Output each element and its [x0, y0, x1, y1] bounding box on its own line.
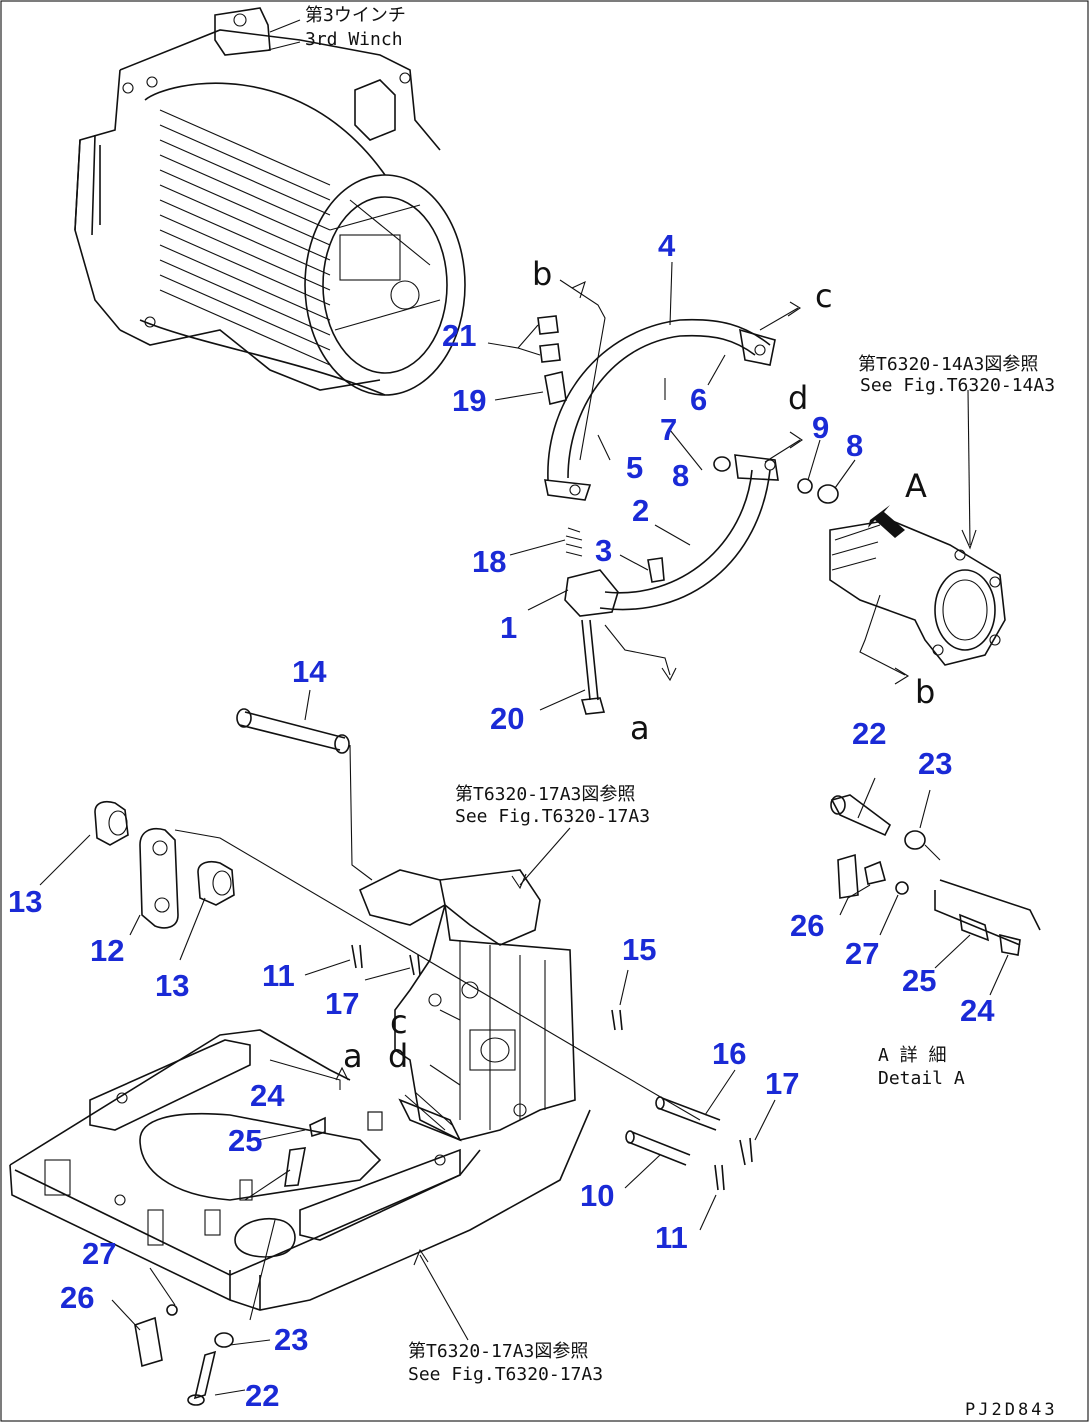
callout-15: 15 [622, 932, 657, 967]
ref-note-3-en: See Fig.T6320-17A3 [408, 1364, 604, 1385]
view-letter-a: A [905, 467, 927, 505]
callout-24: 24 [250, 1078, 285, 1113]
ref-letter-d: d [388, 1037, 409, 1075]
callout-10: 10 [580, 1178, 615, 1213]
callout-25: 25 [228, 1123, 263, 1158]
callout-12: 12 [90, 933, 125, 968]
callout-13: 13 [8, 884, 43, 919]
callout-11: 11 [262, 958, 295, 993]
callout-8: 8 [672, 458, 690, 493]
callout-17: 17 [765, 1066, 800, 1101]
winch-drum-drawing [74, 7, 466, 396]
callout-27: 27 [845, 936, 880, 971]
callout-14: 14 [292, 654, 327, 689]
callout-27: 27 [82, 1236, 117, 1271]
callout-25: 25 [902, 963, 937, 998]
callout-2: 2 [632, 493, 650, 528]
detail-a-note-en: Detail A [878, 1068, 965, 1089]
brake-band-lower-drawing [599, 454, 779, 611]
brake-bracket-drawing [564, 569, 619, 617]
callout-8: 8 [846, 428, 864, 463]
brake-band-upper-drawing [544, 318, 776, 501]
callout-7: 7 [660, 412, 678, 447]
detail-a-note-jp: A 詳 細 [878, 1045, 947, 1066]
callout-23: 23 [918, 746, 953, 781]
ref-letter-a: a [630, 709, 650, 747]
ref-letter-a: a [343, 1037, 363, 1075]
ref-letter-d: d [788, 379, 809, 417]
callout-18: 18 [472, 544, 507, 579]
callout-26: 26 [60, 1280, 95, 1315]
callout-22: 22 [245, 1378, 280, 1413]
ref-note-3-jp: 第T6320-17A3図参照 [408, 1341, 589, 1362]
callout-24: 24 [960, 993, 995, 1028]
callout-19: 19 [452, 383, 487, 418]
callout-5: 5 [626, 450, 644, 485]
view-a-arrow-icon [868, 505, 905, 538]
ref-note-2-jp: 第T6320-17A3図参照 [455, 784, 636, 805]
ref-letter-b: b [532, 255, 553, 293]
callout-9: 9 [812, 410, 830, 445]
callout-17: 17 [325, 986, 360, 1021]
callout-6: 6 [690, 382, 708, 417]
ref-letter-b: b [915, 673, 936, 711]
arm-bracket-drawing [829, 519, 1006, 666]
callout-20: 20 [490, 701, 525, 736]
callout-1: 1 [500, 610, 518, 645]
callout-26: 26 [790, 908, 825, 943]
winch-note-en: 3rd Winch [305, 29, 403, 50]
callout-23: 23 [274, 1322, 309, 1357]
callout-3: 3 [595, 533, 613, 568]
callout-11: 11 [655, 1220, 688, 1255]
callout-21: 21 [442, 318, 477, 353]
ref-note-1-en: See Fig.T6320-14A3 [860, 375, 1056, 396]
ref-note-2-en: See Fig.T6320-17A3 [455, 806, 651, 827]
callout-22: 22 [852, 716, 887, 751]
ref-note-1-jp: 第T6320-14A3図参照 [858, 354, 1039, 375]
drawing-code: PJ2D843 [965, 1400, 1058, 1420]
callout-13: 13 [155, 968, 190, 1003]
callout-16: 16 [712, 1036, 747, 1071]
ref-letter-c: c [815, 277, 833, 315]
ref-letter-c: c [390, 1003, 408, 1041]
winch-note-jp: 第3ウインチ [305, 5, 406, 26]
callout-4: 4 [658, 228, 676, 263]
detail-a-drawing [830, 794, 1041, 956]
